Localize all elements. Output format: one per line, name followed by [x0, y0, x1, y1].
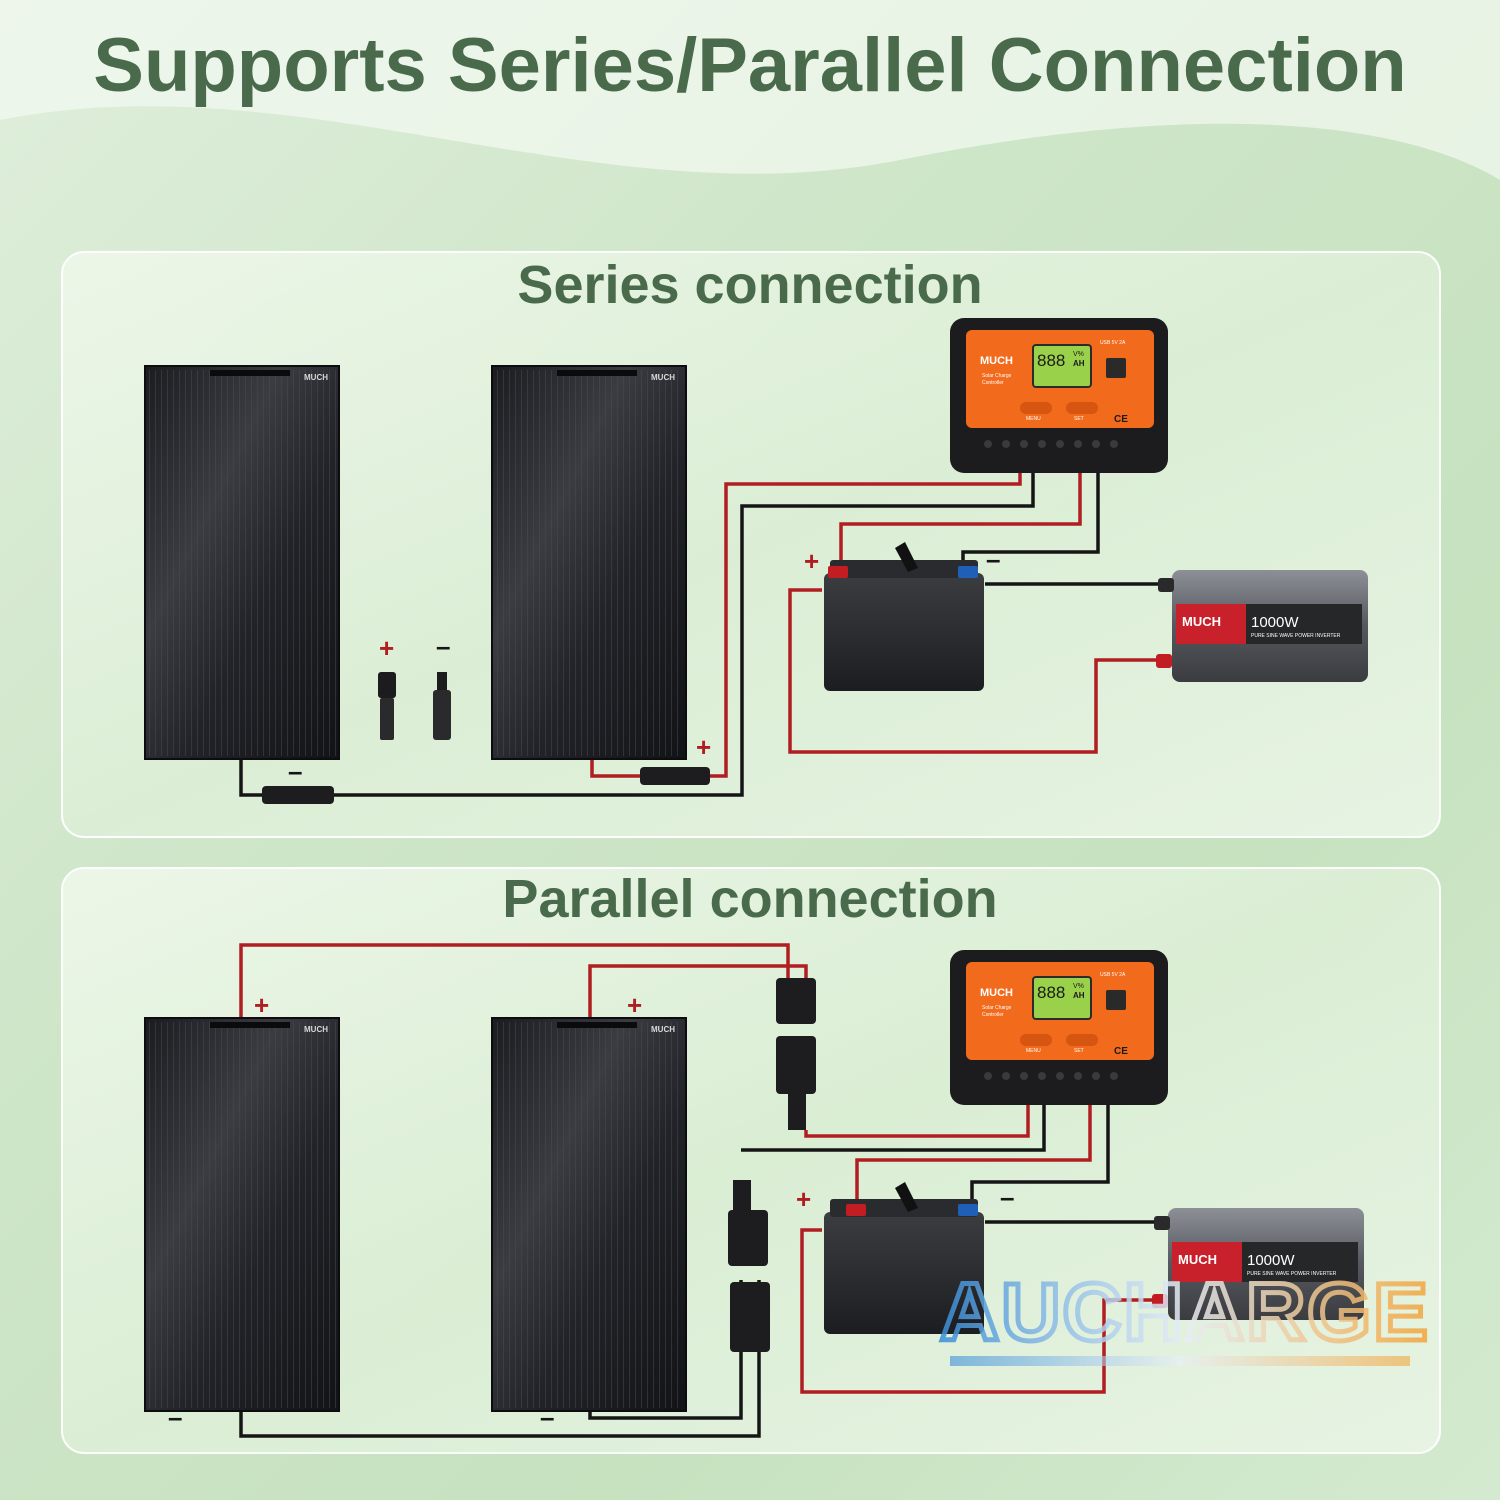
parallel-solar-panel-1: MUCH — [144, 1017, 340, 1412]
inverter-power: 1000W — [1251, 614, 1299, 631]
inverter-brand: MUCH — [1178, 1252, 1217, 1267]
inverter-brand: MUCH — [1182, 614, 1221, 629]
inverter-description: PURE SINE WAVE POWER INVERTER — [1247, 1271, 1337, 1277]
parallel-y-connector-negative — [728, 1180, 770, 1352]
controller-display-unit-bottom: AH — [1073, 359, 1085, 368]
background-wave — [0, 0, 1500, 180]
watermark-text: AUCHARGE — [940, 1267, 1430, 1358]
controller-usb-label: USB 5V 2A — [1100, 340, 1126, 346]
series-charge-controller: MUCH Solar Charge Controller USB 5V 2A 8… — [950, 318, 1168, 473]
series-connector-panel2 — [640, 767, 710, 785]
parallel-battery — [824, 1182, 984, 1334]
series-solar-panel-2: MUCH — [491, 365, 687, 760]
panel-brand-label: MUCH — [651, 373, 675, 382]
controller-display-unit-bottom: AH — [1073, 991, 1085, 1000]
series-connector-plus: + — [379, 633, 394, 663]
mc4-connector-female — [433, 672, 451, 740]
series-inverter: MUCH 1000W PURE SINE WAVE POWER INVERTER — [1156, 570, 1368, 682]
controller-brand: MUCH — [980, 355, 1013, 367]
controller-subtitle-line1: Solar Charge — [982, 1005, 1012, 1011]
controller-brand: MUCH — [980, 987, 1013, 999]
parallel-battery-plus: + — [796, 1184, 811, 1214]
parallel-wires — [239, 943, 1170, 1438]
inverter-description: PURE SINE WAVE POWER INVERTER — [1251, 633, 1341, 639]
series-solar-panel-1: MUCH — [144, 365, 340, 760]
controller-menu-label: MENU — [1026, 416, 1041, 422]
parallel-section-title: Parallel connection — [502, 869, 998, 929]
parallel-panel1-plus: + — [254, 990, 269, 1020]
controller-ce-mark: CE — [1114, 414, 1128, 425]
controller-menu-label: MENU — [1026, 1048, 1041, 1054]
inverter-power: 1000W — [1247, 1252, 1295, 1269]
parallel-solar-panel-2: MUCH — [491, 1017, 687, 1412]
series-connector-panel1 — [262, 786, 334, 804]
series-battery-minus: – — [986, 544, 1000, 574]
parallel-panel2-minus: – — [540, 1402, 554, 1432]
controller-display-unit-top: V% — [1073, 351, 1084, 358]
series-panel2-plus: + — [696, 732, 711, 762]
parallel-y-connector-positive — [776, 978, 816, 1130]
controller-usb-label: USB 5V 2A — [1100, 972, 1126, 978]
controller-display-digits: 888 — [1037, 351, 1065, 370]
series-section-title: Series connection — [517, 255, 983, 315]
controller-subtitle-line2: Controller — [982, 380, 1004, 386]
controller-subtitle-line1: Solar Charge — [982, 373, 1012, 379]
controller-set-label: SET — [1074, 416, 1084, 422]
controller-ce-mark: CE — [1114, 1046, 1128, 1057]
controller-display-unit-top: V% — [1073, 983, 1084, 990]
watermark: AUCHARGE — [938, 1265, 1430, 1366]
series-battery — [824, 542, 984, 691]
parallel-panel2-plus: + — [627, 990, 642, 1020]
series-panel1-minus: – — [288, 756, 302, 786]
panel-brand-label: MUCH — [304, 373, 328, 382]
page-headline: Supports Series/Parallel Connection — [93, 23, 1407, 108]
parallel-inverter: MUCH 1000W PURE SINE WAVE POWER INVERTER — [1152, 1208, 1364, 1320]
parallel-battery-minus: – — [1000, 1182, 1014, 1212]
controller-display-digits: 888 — [1037, 983, 1065, 1002]
controller-subtitle-line2: Controller — [982, 1012, 1004, 1018]
series-connector-minus: – — [436, 631, 450, 661]
controller-set-label: SET — [1074, 1048, 1084, 1054]
panel-brand-label: MUCH — [651, 1025, 675, 1034]
panel-brand-label: MUCH — [304, 1025, 328, 1034]
series-battery-plus: + — [804, 546, 819, 576]
series-wires — [239, 466, 1170, 797]
mc4-connector-male — [378, 672, 396, 740]
parallel-charge-controller: MUCH Solar Charge Controller USB 5V 2A 8… — [950, 950, 1168, 1105]
parallel-panel1-minus: – — [168, 1402, 182, 1432]
